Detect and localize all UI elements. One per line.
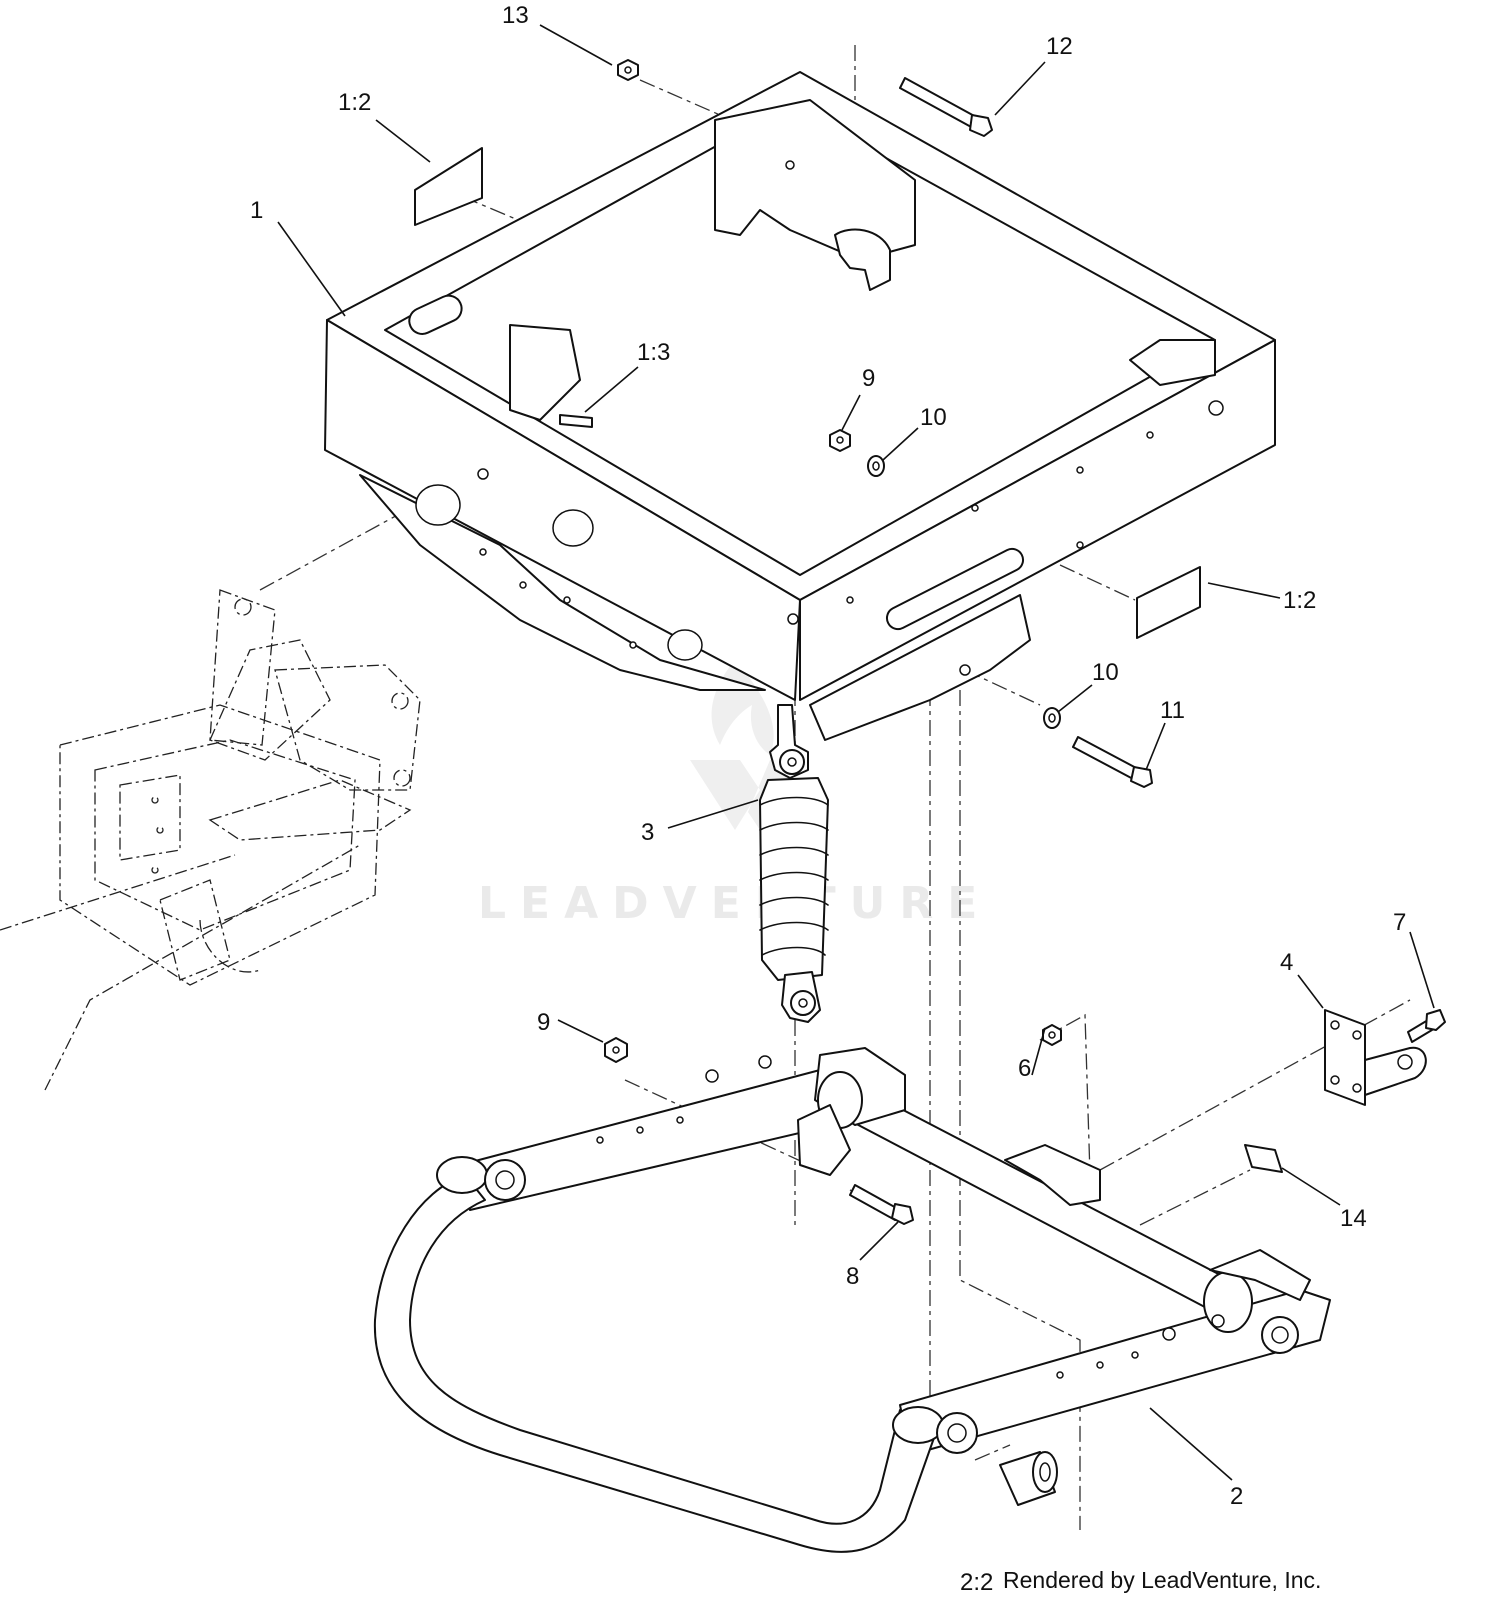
callout-1-3: 1:3 [637, 339, 670, 366]
decal-1-3 [559, 414, 593, 428]
watermark-text: LEADVENTURE [478, 878, 991, 929]
nut-6 [1042, 1024, 1062, 1046]
callout-9-upper: 9 [862, 365, 875, 392]
washer-10-lower [1043, 707, 1061, 729]
nut-9-upper [829, 429, 851, 452]
callout-2-2: 2:2 [960, 1569, 993, 1596]
bolt-11 [1072, 736, 1153, 788]
bolt-8 [849, 1184, 914, 1225]
leader-lines [277, 24, 1435, 1481]
seat-frame [324, 71, 1276, 741]
bolt-12 [899, 77, 993, 137]
callout-14: 14 [1340, 1205, 1367, 1232]
credit-text: Rendered by LeadVenture, Inc. [1003, 1567, 1321, 1593]
decal-1-2-right [1136, 566, 1201, 639]
callout-7: 7 [1393, 909, 1406, 936]
callout-9-lower: 9 [537, 1009, 550, 1036]
washer-10-upper [867, 455, 885, 477]
bushing-2-2 [999, 1451, 1058, 1506]
shock-absorber [759, 704, 829, 1023]
callout-3: 3 [641, 819, 654, 846]
callout-2: 2 [1230, 1483, 1243, 1510]
callout-1: 1 [250, 197, 263, 224]
tractor-frame-ghost [0, 589, 421, 1091]
callout-10-lower: 10 [1092, 659, 1119, 686]
swing-arm-assembly [373, 1047, 1331, 1553]
bracket-4 [1324, 1009, 1427, 1106]
callout-8: 8 [846, 1263, 859, 1290]
callout-1-2-upper: 1:2 [338, 89, 371, 116]
callout-12: 12 [1046, 33, 1073, 60]
decal-1-2-upper [414, 147, 483, 226]
nut-9-lower [604, 1037, 628, 1063]
callout-1-2-right: 1:2 [1283, 587, 1316, 614]
callout-11: 11 [1160, 697, 1185, 724]
callout-10-upper: 10 [920, 404, 947, 431]
callout-13: 13 [502, 2, 529, 29]
callout-4: 4 [1280, 949, 1293, 976]
decal-14 [1244, 1144, 1283, 1173]
callouts: 13 12 1:2 1 1:3 9 10 1:2 10 11 3 7 4 9 6… [250, 2, 1406, 1596]
nut-13 [617, 59, 639, 81]
bolt-7 [1407, 1009, 1446, 1043]
callout-6: 6 [1018, 1055, 1031, 1082]
